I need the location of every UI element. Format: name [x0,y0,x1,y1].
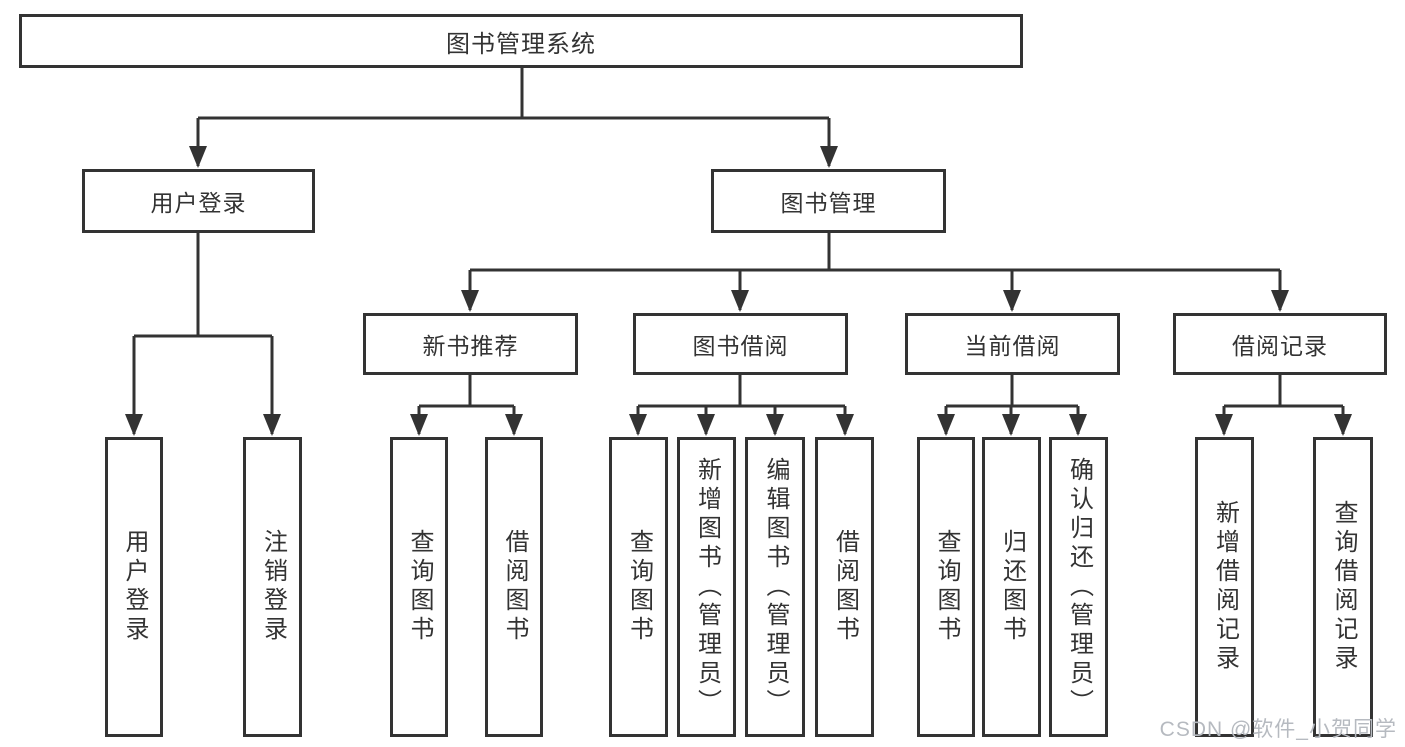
leaf-borrow-edit-books-label: 编辑图书（管理员） [762,456,789,718]
node-borrow-records: 借阅记录 [1173,313,1387,375]
leaf-recommend-borrow-books: 借阅图书 [485,437,543,737]
leaf-user-login: 用户登录 [105,437,163,737]
leaf-borrow-query-books-label: 查询图书 [625,529,653,645]
leaf-current-return-books: 归还图书 [982,437,1041,737]
node-book-management: 图书管理 [711,169,946,233]
leaf-records-query-record: 查询借阅记录 [1313,437,1373,737]
leaf-records-add-record-label: 新增借阅记录 [1211,500,1239,674]
leaf-current-confirm-return: 确认归还（管理员） [1049,437,1108,737]
node-current-borrow: 当前借阅 [905,313,1120,375]
node-book-borrow: 图书借阅 [633,313,848,375]
node-new-book-recommend: 新书推荐 [363,313,578,375]
leaf-current-confirm-return-label: 确认归还（管理员） [1065,456,1093,718]
csdn-watermark: CSDN @软件_小贺同学 [1159,718,1397,741]
node-root-system: 图书管理系统 [19,14,1023,68]
leaf-logout: 注销登录 [243,437,302,737]
leaf-current-query-books-label: 查询图书 [933,529,960,645]
leaf-records-query-record-label: 查询借阅记录 [1330,500,1357,674]
leaf-recommend-query-books-label: 查询图书 [406,529,433,645]
leaf-logout-label: 注销登录 [259,529,287,645]
leaf-borrow-query-books: 查询图书 [609,437,668,737]
leaf-records-add-record: 新增借阅记录 [1195,437,1254,737]
node-user-login: 用户登录 [82,169,315,233]
leaf-recommend-borrow-books-label: 借阅图书 [501,529,528,645]
leaf-borrow-add-books: 新增图书（管理员） [677,437,736,737]
leaf-borrow-borrow-books: 借阅图书 [815,437,874,737]
leaf-current-return-books-label: 归还图书 [998,529,1026,645]
leaf-borrow-add-books-label: 新增图书（管理员） [693,456,721,718]
leaf-current-query-books: 查询图书 [917,437,975,737]
leaf-borrow-edit-books: 编辑图书（管理员） [745,437,805,737]
leaf-borrow-borrow-books-label: 借阅图书 [831,529,859,645]
leaf-recommend-query-books: 查询图书 [390,437,448,737]
leaf-user-login-label: 用户登录 [121,529,148,645]
